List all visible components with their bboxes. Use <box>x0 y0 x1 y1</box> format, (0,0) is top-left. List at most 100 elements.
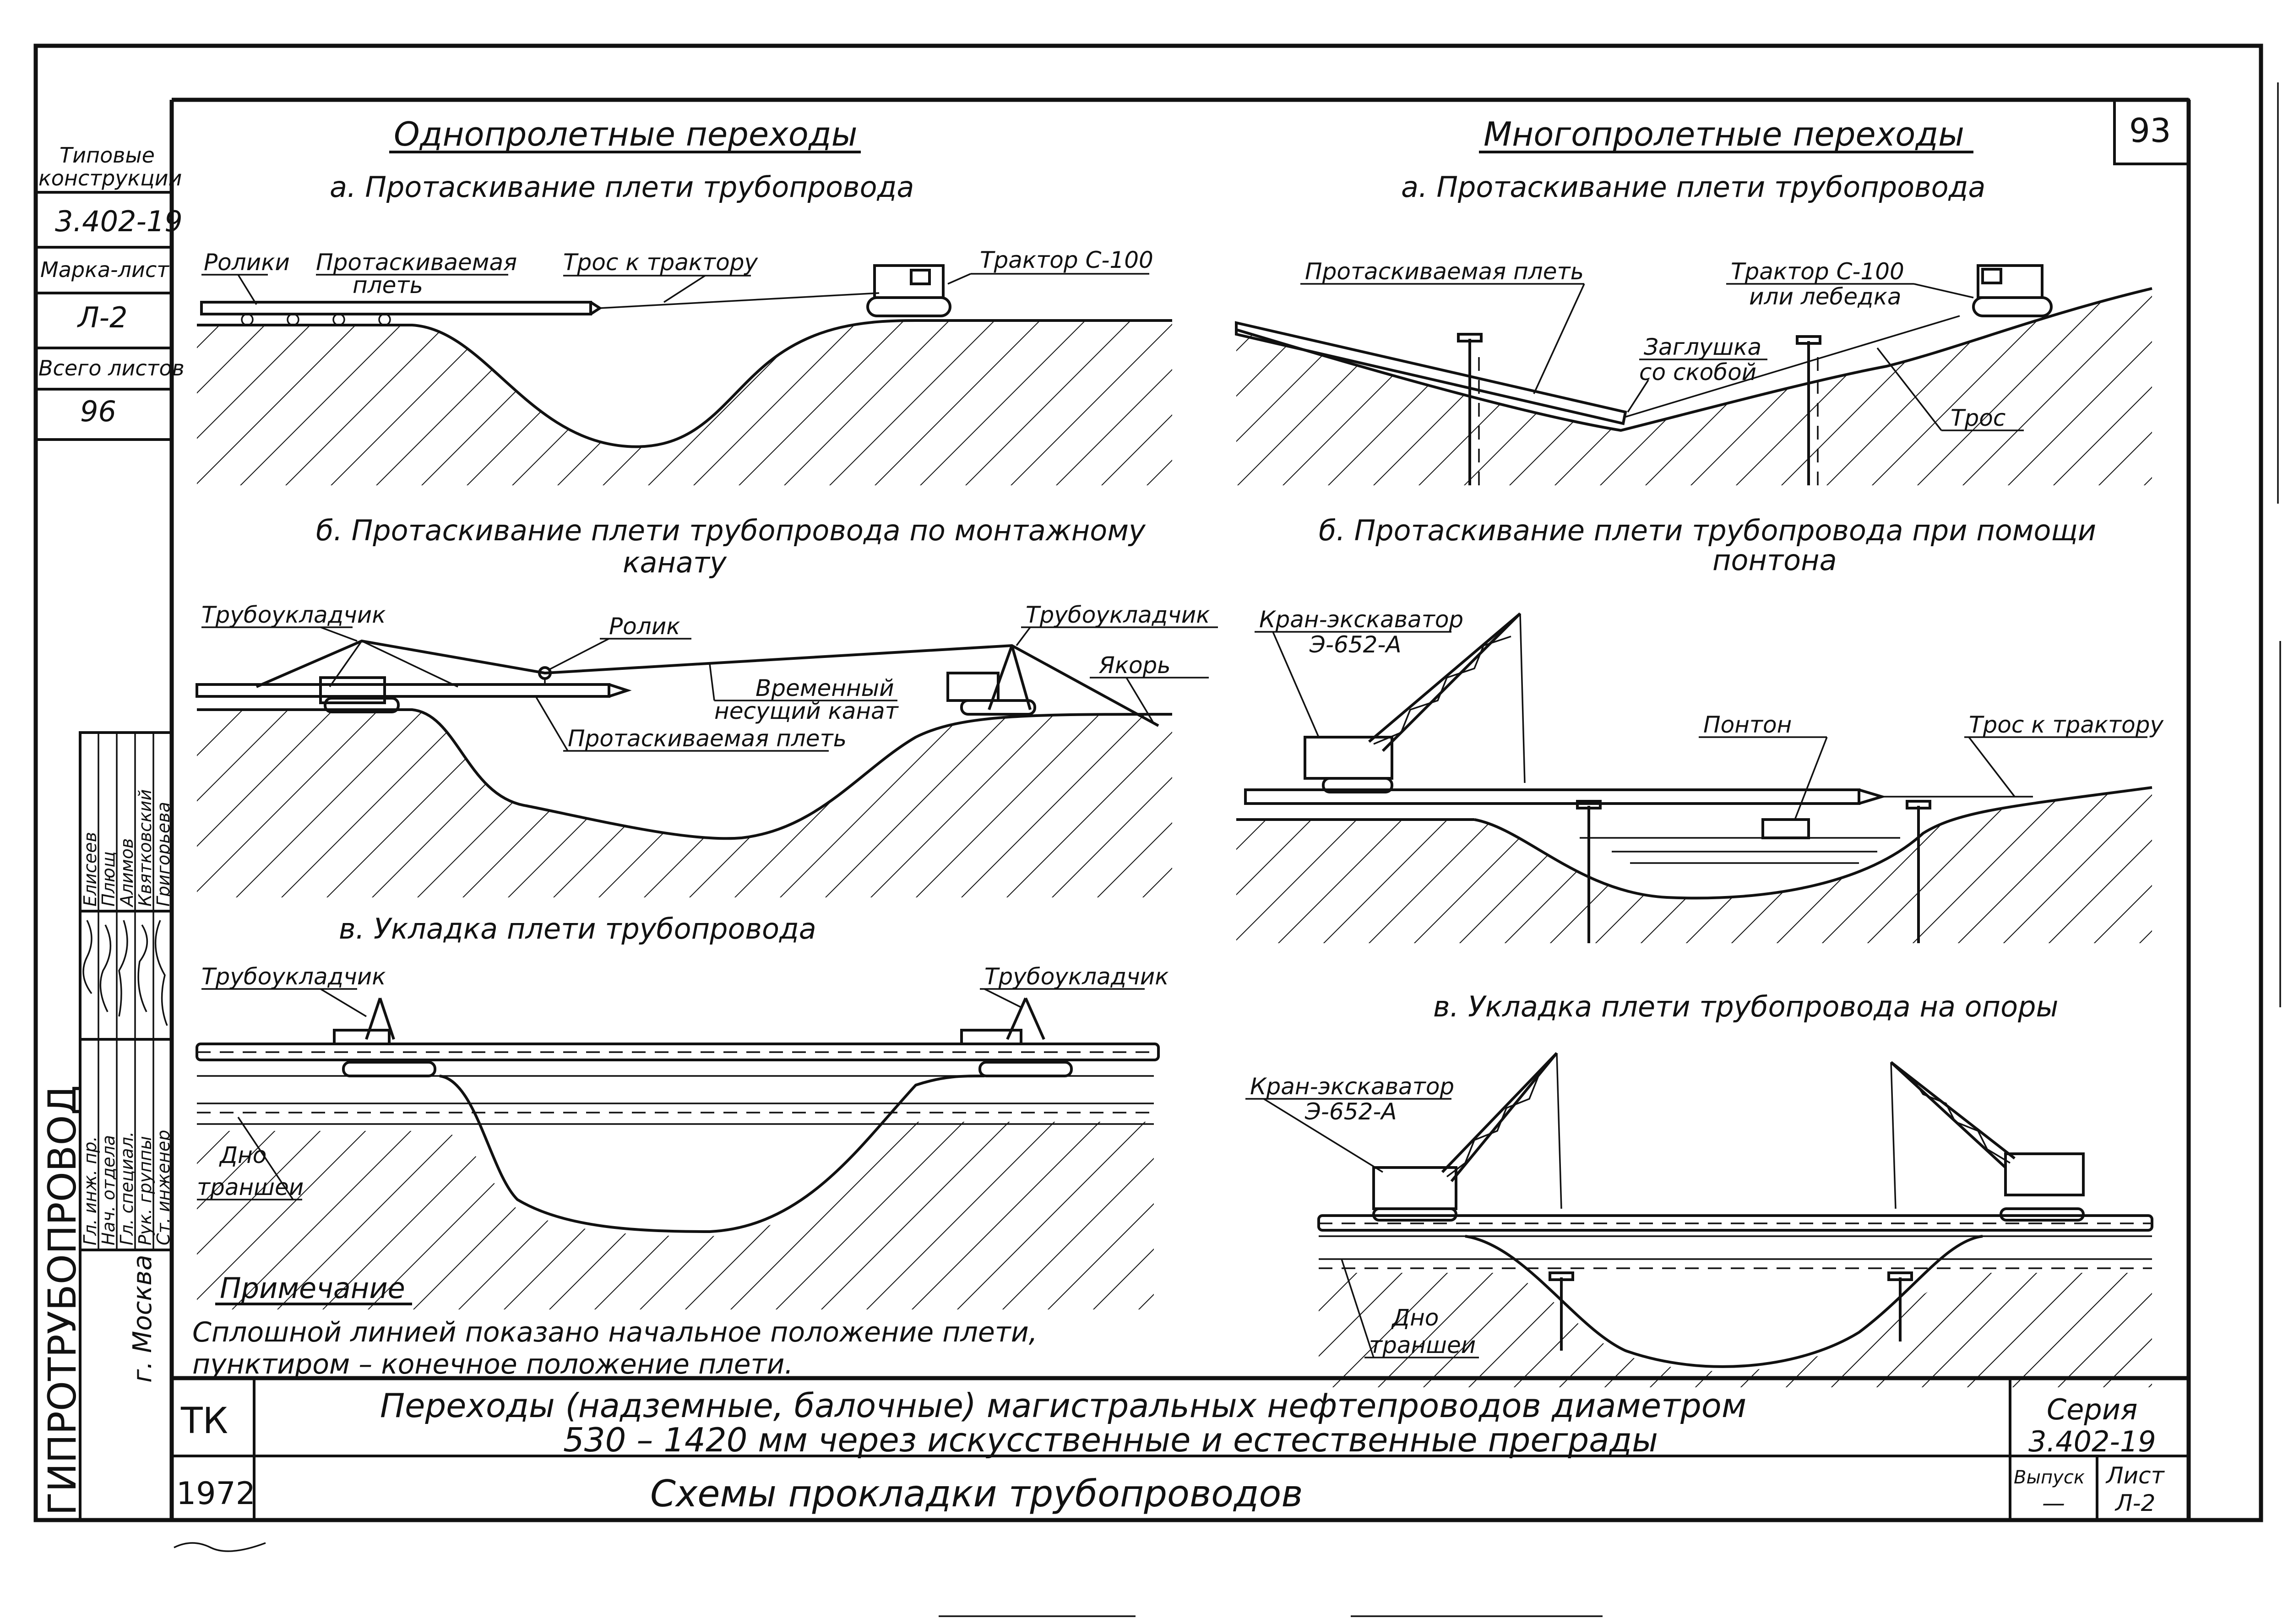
name-4: Квятковский <box>135 789 155 907</box>
right-a-plug-1: Заглушка <box>1644 334 1761 360</box>
left-b-title-1: б. Протаскивание плети трубопровода по м… <box>316 514 1146 547</box>
left-a-soil <box>197 320 1172 485</box>
left-a-title: а. Протаскивание плети трубопровода <box>330 170 914 204</box>
issue-value: — <box>2042 1490 2065 1516</box>
scan-marks <box>174 82 2281 1617</box>
title-line-2: 530 – 1420 мм через искусственные и есте… <box>563 1421 1658 1459</box>
sheet-number-box: 93 <box>2113 98 2190 165</box>
sidebar-info: Типовые конструкции 3.402-19 Марка-лист … <box>36 143 185 441</box>
note-heading: Примечание <box>220 1271 405 1305</box>
title-line-1: Переходы (надземные, балочные) магистрал… <box>380 1386 1746 1425</box>
left-heading: Однопролетные переходы <box>394 115 857 153</box>
right-heading: Многопролетные переходы <box>1484 115 1964 153</box>
right-a-tractor-1: Трактор С-100 <box>1731 258 1904 285</box>
right-v-bottom-2: траншеи <box>1369 1332 1476 1358</box>
pipelayer-v-right-icon <box>960 997 1073 1077</box>
left-b-pipelayer-left: Трубоукладчик <box>201 602 386 628</box>
right-v-soil <box>1319 1273 2152 1387</box>
series-value: 3.402-19 <box>2028 1425 2156 1458</box>
tractor-right-a-icon <box>1972 264 2053 317</box>
left-b-roller: Ролик <box>609 613 680 640</box>
left-b-temp-2: несущий канат <box>714 698 899 724</box>
right-a-plug-2: со скобой <box>1639 359 1756 386</box>
left-v-pipelayer-right: Трубоукладчик <box>984 963 1169 990</box>
issue-label: Выпуск <box>2014 1467 2085 1488</box>
name-1: Елисеев <box>80 832 100 907</box>
role-5: Ст. инженер <box>153 1130 174 1245</box>
right-heading-group: Многопролетные переходы <box>1479 115 1973 153</box>
right-b-cable: Трос к трактору <box>1969 712 2164 738</box>
right-b-soil <box>1236 788 2152 943</box>
right-b-crane-1: Кран-экскаватор <box>1259 606 1463 633</box>
pipelayer-left-icon <box>319 676 400 713</box>
mark-value: Л-2 <box>77 301 127 334</box>
tractor-s100-icon <box>866 264 951 317</box>
left-v-bottom-2: траншеи <box>197 1174 304 1200</box>
left-b-soil <box>197 710 1172 897</box>
signature-scribbles <box>82 920 168 1026</box>
role-4: Рук. группы <box>135 1136 155 1245</box>
left-b-temp-1: Временный <box>755 675 894 701</box>
right-a-tractor-2: или лебедка <box>1749 283 1902 310</box>
right-a-soil <box>1236 288 2152 485</box>
pipelayer-right-icon <box>946 645 1036 716</box>
left-a-rollers: Ролики <box>204 249 290 276</box>
right-b-title-1: б. Протаскивание плети трубопровода при … <box>1319 514 2096 547</box>
right-a-title: а. Протаскивание плети трубопровода <box>1401 170 1985 204</box>
right-v-diagram: в. Укладка плети трубопровода на опоры <box>1245 990 2153 1387</box>
note-line-2: пунктиром – конечное положение плети. <box>192 1348 793 1380</box>
crane-excavator-v-right-icon <box>1890 1061 2085 1222</box>
title-block: ТК 1972 Переходы (надземные, балочные) м… <box>172 1376 2189 1520</box>
right-a-diagram: а. Протаскивание плети трубопровода Прот… <box>1235 170 2152 485</box>
series-code: 3.402-19 <box>55 205 183 238</box>
right-b-pontoon: Понтон <box>1703 712 1792 738</box>
drawing-title: Схемы прокладки трубопроводов <box>650 1472 1303 1515</box>
left-heading-group: Однопролетные переходы <box>389 115 861 153</box>
role-3: Гл. специал. <box>117 1131 137 1245</box>
right-v-crane-2: Э-652-А <box>1304 1098 1397 1125</box>
crane-excavator-b-icon <box>1304 612 1526 793</box>
year-label: 1972 <box>176 1476 255 1512</box>
note-line-1: Сплошной линией показано начальное полож… <box>192 1316 1038 1348</box>
org-name: ГИПРОТРУБОПРОВОД <box>40 1085 85 1515</box>
role-2: Нач. отдела <box>98 1135 119 1245</box>
right-v-bottom-1: Дно <box>1391 1304 1439 1331</box>
signature-block: Гл. инж. пр. Нач. отдела Гл. специал. Ру… <box>79 731 174 1251</box>
name-3: Алимов <box>117 838 137 908</box>
left-a-pulled-2: плеть <box>353 272 423 299</box>
right-b-diagram: б. Протаскивание плети трубопровода при … <box>1236 514 2164 943</box>
right-a-cable: Трос <box>1951 405 2005 431</box>
left-a-diagram: а. Протаскивание плети трубопровода Роли… <box>197 170 1172 485</box>
pipelayer-v-left-icon <box>333 998 436 1077</box>
left-a-tractor: Трактор С-100 <box>980 247 1153 273</box>
left-v-title: в. Укладка плети трубопровода <box>339 912 816 945</box>
sheet-value: Л-2 <box>2114 1490 2155 1516</box>
tk-label: ТК <box>180 1401 228 1442</box>
crane-excavator-v-left-icon <box>1372 1052 1562 1222</box>
sheet-frame <box>33 43 2263 1522</box>
typ-label-2: конструкции <box>38 166 182 190</box>
right-v-crane-1: Кран-экскаватор <box>1250 1073 1454 1100</box>
right-b-title-2: понтона <box>1712 543 1837 577</box>
right-a-pulled: Протаскиваемая плеть <box>1305 258 1584 285</box>
right-b-crane-2: Э-652-А <box>1309 631 1402 658</box>
left-b-pipelayer-right: Трубоукладчик <box>1026 602 1210 628</box>
name-2: Плющ <box>98 851 119 907</box>
typ-label-1: Типовые <box>60 143 155 168</box>
role-1: Гл. инж. пр. <box>80 1136 100 1245</box>
left-v-bottom-1: Дно <box>219 1142 266 1168</box>
total-label: Всего листов <box>38 356 185 380</box>
left-b-diagram: б. Протаскивание плети трубопровода по м… <box>196 514 1218 897</box>
right-v-title: в. Укладка плети трубопровода на опоры <box>1433 990 2058 1023</box>
mark-label: Марка-лист <box>40 257 169 282</box>
total-value: 96 <box>80 395 116 428</box>
left-b-pulled: Протаскиваемая плеть <box>568 725 847 752</box>
sheet-number: 93 <box>2129 111 2171 150</box>
left-b-anchor: Якорь <box>1098 652 1171 679</box>
name-5: Григорьева <box>153 802 174 907</box>
left-b-title-2: канату <box>623 546 727 579</box>
sheet-label: Лист <box>2105 1462 2165 1489</box>
left-v-diagram: в. Укладка плети трубопровода Трубоуклад… <box>192 912 1169 1380</box>
left-a-pulled-1: Протаскиваемая <box>316 249 517 276</box>
